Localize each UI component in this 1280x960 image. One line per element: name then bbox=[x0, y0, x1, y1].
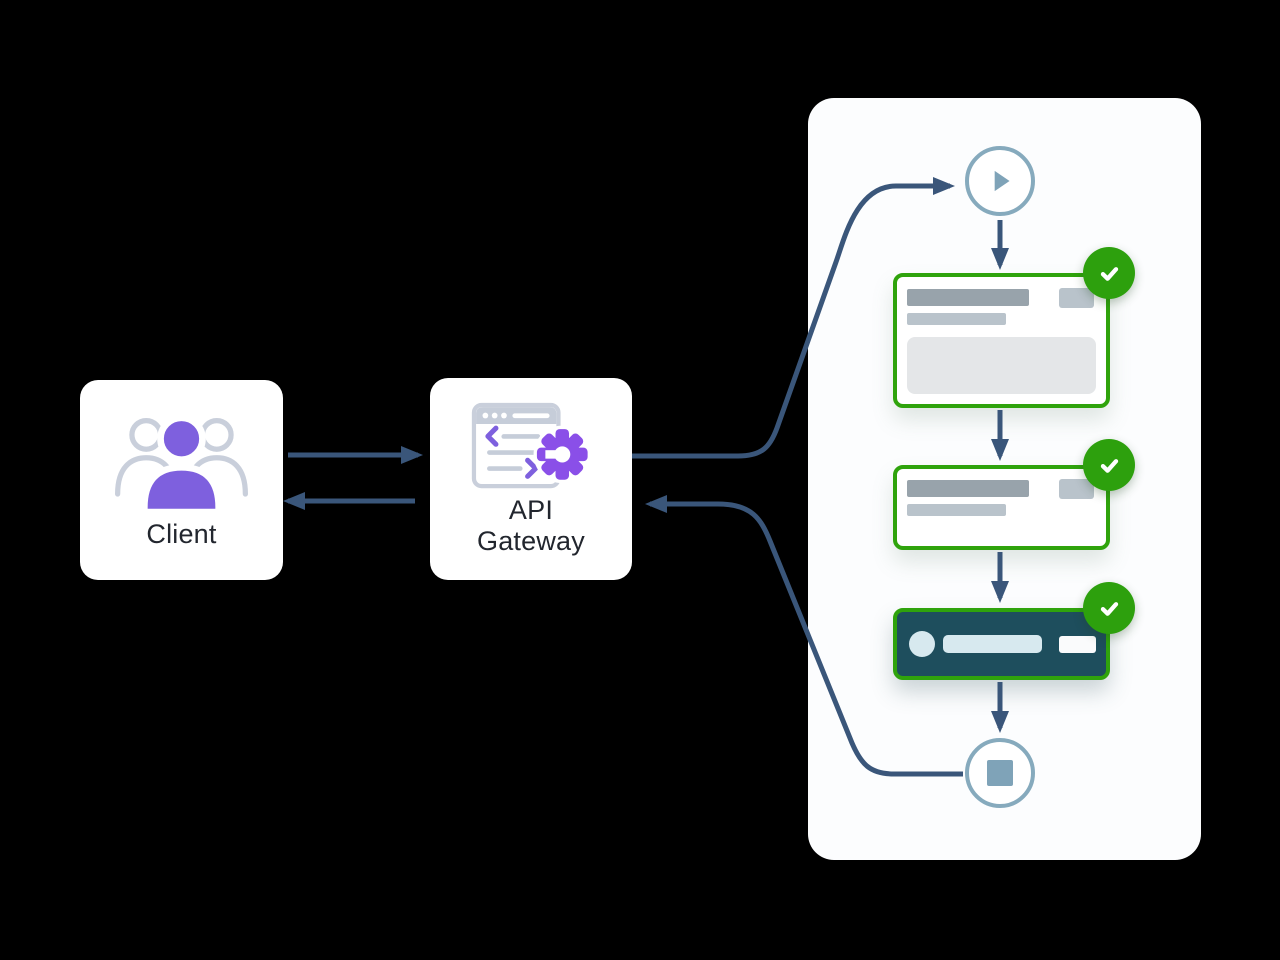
play-icon bbox=[994, 170, 1010, 192]
placeholder-avatar-dot bbox=[909, 631, 935, 657]
users-icon bbox=[115, 414, 248, 516]
step-2-success-badge bbox=[1083, 439, 1135, 491]
step-1-success-badge bbox=[1083, 247, 1135, 299]
workflow-start-node bbox=[965, 146, 1035, 216]
placeholder-title-bar bbox=[907, 289, 1029, 306]
placeholder-text-bar bbox=[943, 635, 1042, 653]
placeholder-subtitle-bar bbox=[907, 313, 1006, 325]
placeholder-tag-pill bbox=[1059, 479, 1094, 499]
api-gateway-label-line1: API bbox=[508, 495, 554, 525]
workflow-end-node bbox=[965, 738, 1035, 808]
placeholder-tag-pill bbox=[1059, 288, 1094, 308]
placeholder-body-block bbox=[907, 337, 1096, 394]
workflow-step-card-3 bbox=[893, 608, 1110, 680]
client-label: Client bbox=[146, 519, 217, 549]
placeholder-action-chip bbox=[1059, 636, 1096, 653]
api-window-gear-icon bbox=[471, 402, 591, 489]
workflow-panel bbox=[808, 98, 1201, 860]
client-node-card: Client bbox=[80, 380, 283, 580]
placeholder-title-bar bbox=[907, 480, 1029, 497]
stop-icon bbox=[987, 760, 1013, 786]
workflow-step-card-1 bbox=[893, 273, 1110, 408]
check-icon bbox=[1100, 601, 1118, 616]
step-3-success-badge bbox=[1083, 582, 1135, 634]
check-icon bbox=[1100, 266, 1118, 281]
check-icon bbox=[1100, 458, 1118, 473]
workflow-step-card-2 bbox=[893, 465, 1110, 550]
api-gateway-label: API Gateway bbox=[477, 495, 585, 557]
placeholder-subtitle-bar bbox=[907, 504, 1006, 516]
api-gateway-node-card: API Gateway bbox=[430, 378, 632, 580]
api-gateway-label-line2: Gateway bbox=[477, 526, 585, 556]
